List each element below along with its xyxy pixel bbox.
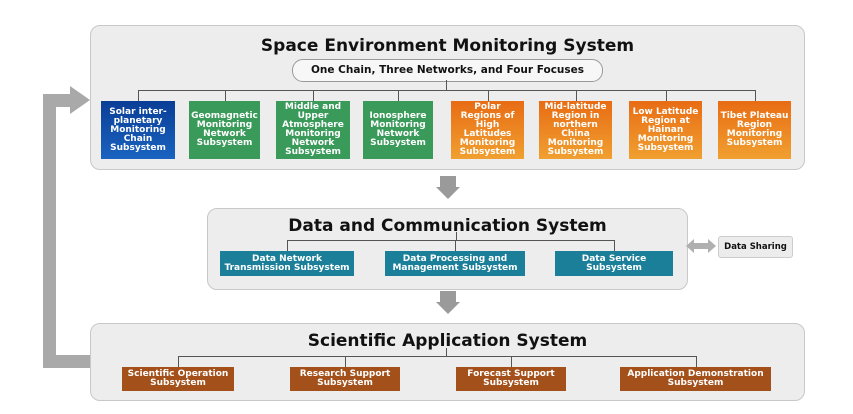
connector [138,90,755,91]
connector [695,356,697,367]
data-communication-panel: Data and Communication System [207,208,688,290]
feedback-arrowhead-icon [70,86,90,114]
down-arrow-head [436,302,460,314]
space-subsystem-box: Polar Regions of High Latitudes Monitori… [451,101,524,159]
space-subsystem-box: Geomagnetic Monitoring Network Subsystem [189,101,260,159]
connector [224,90,226,101]
data-sharing-box: Data Sharing [718,236,793,258]
space-subtitle: One Chain, Three Networks, and Four Focu… [292,59,603,82]
down-arrow-icon [440,176,456,188]
connector [487,90,489,101]
connector [287,240,288,251]
app-subsystem-box: Scientific Operation Subsystem [122,367,234,391]
data-subsystem-box: Data Network Transmission Subsystem [220,251,354,276]
space-subsystem-box: Tibet Plateau Region Monitoring Subsyste… [718,101,791,159]
connector [446,348,447,356]
app-subsystem-box: Forecast Support Subsystem [456,367,566,391]
connector [345,356,346,367]
data-title: Data and Communication System [288,216,607,236]
space-subsystem-box: Ionosphere Monitoring Network Subsystem [363,101,433,159]
space-subsystem-box: Solar inter-planetary Monitoring Chain S… [101,101,175,159]
feedback-arrow-top [43,94,73,107]
connector [575,90,577,101]
app-title: Scientific Application System [307,331,588,351]
connector [313,90,314,101]
connector [754,90,756,101]
connector [511,356,512,367]
connector [446,80,447,91]
down-arrow-head [436,187,460,199]
space-subsystem-box: Low Latitude Region at Hainan Monitoring… [629,101,702,159]
feedback-arrow-vertical [43,94,56,368]
space-subsystem-box: Middle and Upper Atmosphere Monitoring N… [276,101,350,159]
connector [138,90,139,101]
app-subsystem-box: Application Demonstration Subsystem [620,367,771,391]
connector [178,356,696,357]
space-title: Space Environment Monitoring System [260,36,635,56]
connector [665,90,667,101]
space-subsystem-box: Mid-latitude Region in northern China Mo… [539,101,612,159]
connector [455,240,456,251]
down-arrow-icon [440,291,456,303]
app-subsystem-box: Research Support Subsystem [290,367,400,391]
connector [398,90,399,101]
double-arrow-icon [686,238,716,254]
data-subsystem-box: Data Processing and Management Subsystem [385,251,525,276]
data-subsystem-box: Data Service Subsystem [555,251,673,276]
connector [456,232,457,240]
feedback-arrow-bottom [43,355,90,368]
connector [178,356,179,367]
connector [614,240,615,251]
connector [287,240,614,241]
